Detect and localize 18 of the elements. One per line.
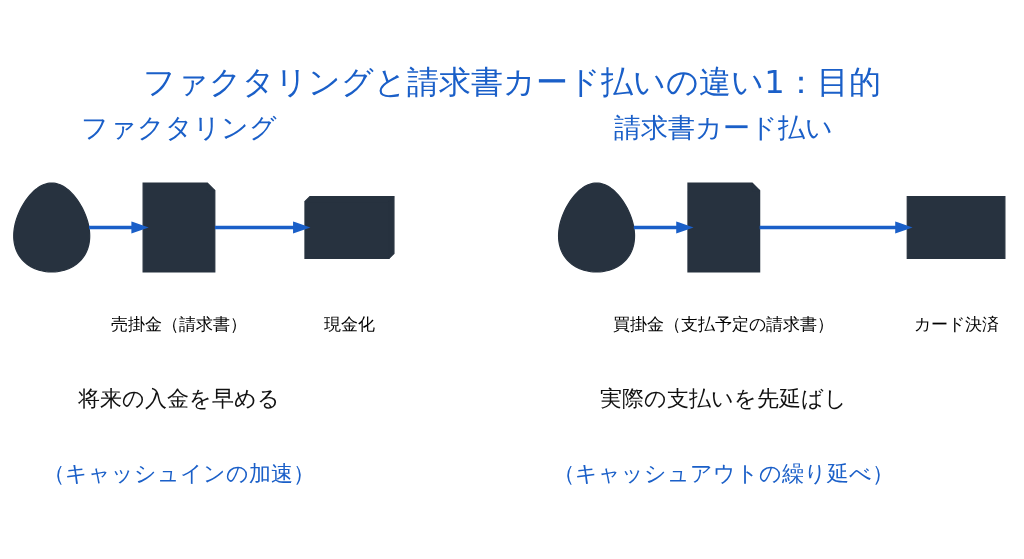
label: （キャッシュインの加速） xyxy=(42,459,315,486)
node-person xyxy=(557,181,636,273)
arrow xyxy=(89,220,149,234)
diagram-title: ファクタリングと請求書カード払いの違い1：目的 xyxy=(143,62,881,101)
label: 実際の支払いを先延ばし xyxy=(600,384,848,411)
arrow xyxy=(214,220,311,234)
label: 請求書カード払い xyxy=(614,111,834,143)
label: ファクタリング xyxy=(80,111,277,143)
label: （キャッシュアウトの繰り延べ） xyxy=(553,459,895,486)
label: 将来の入金を早める xyxy=(77,384,280,411)
node-label: 売掛金（請求書） xyxy=(110,313,247,334)
node-card xyxy=(906,195,1006,259)
arrow xyxy=(759,220,913,234)
arrow xyxy=(633,220,694,234)
node-label: カード決済 xyxy=(913,313,999,334)
node-label: 買掛金（支払予定の請求書） xyxy=(613,313,835,334)
node-person xyxy=(13,181,91,273)
node-label: 現金化 xyxy=(323,313,375,334)
